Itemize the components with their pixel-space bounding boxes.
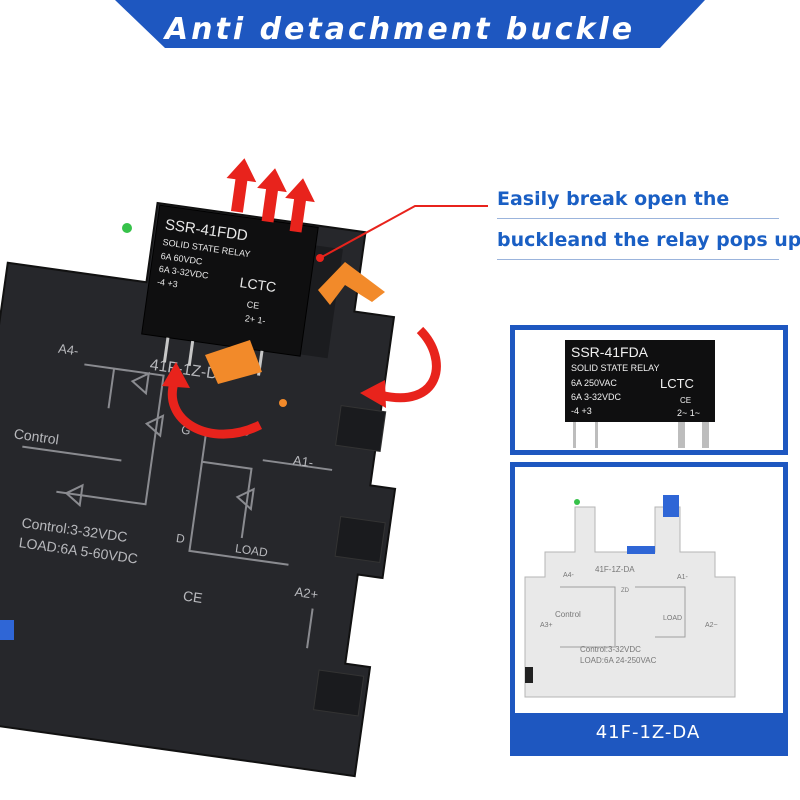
- label-g: G: [180, 423, 191, 438]
- relay-pins-da: -4 +3: [571, 406, 592, 416]
- led-indicator: [122, 223, 132, 233]
- curved-arrow-right: [378, 326, 441, 403]
- base-da-label-zd: ZD: [621, 588, 630, 594]
- relay-brand-da: LCTC: [660, 376, 694, 391]
- callout-text: Easily break open the buckleand the rela…: [497, 182, 800, 264]
- buckle-orange-right: [318, 262, 385, 305]
- relay-ce: CE: [246, 299, 260, 311]
- label-a1: A1-: [292, 452, 314, 470]
- label-d: D: [175, 531, 186, 546]
- base-da-spec-control: Control:3-32VDC: [580, 645, 641, 654]
- relay-rating-da-1: 6A 250VAC: [571, 378, 617, 388]
- base-da-label-a4: A4-: [563, 572, 575, 579]
- relay-pins: -4 +3: [156, 277, 178, 290]
- base-da-label-a1: A1-: [677, 574, 689, 581]
- base-da-label-a2: A2~: [705, 622, 718, 629]
- base-da-label-control: Control: [555, 610, 581, 619]
- base-da-label-load: LOAD: [663, 615, 682, 622]
- orange-dot: [279, 399, 287, 407]
- label-load: LOAD: [234, 541, 269, 559]
- panel-caption: 41F-1Z-DA: [595, 722, 701, 743]
- blue-foot: [0, 620, 14, 640]
- relay-model-da: SSR-41FDA: [571, 344, 649, 360]
- relay-rating-da-2: 6A 3-32VDC: [571, 392, 622, 402]
- banner-title: Anti detachment buckle: [164, 12, 636, 47]
- buckle-orange-left: [205, 340, 262, 384]
- top-banner: Anti detachment buckle: [0, 0, 800, 60]
- panel-base: 41F-1Z-DA A4- A1- A3+ A2~ Control LOAD Z…: [515, 467, 783, 713]
- callout-line-1: Easily break open the: [497, 188, 730, 210]
- banner-shape: [115, 0, 705, 48]
- ce-mark: CE: [182, 588, 203, 607]
- relay-pins-da-2: 2~ 1~: [677, 408, 700, 418]
- relay-type-da: SOLID STATE RELAY: [571, 363, 660, 373]
- base-da-label-a3: A3+: [540, 622, 553, 629]
- label-a2: A2+: [294, 584, 319, 602]
- label-control: Control: [13, 425, 60, 447]
- base-da-spec-load: LOAD:6A 24-250VAC: [580, 656, 657, 665]
- panel-relay: SSR-41FDA SOLID STATE RELAY 6A 250VAC 6A…: [515, 330, 783, 450]
- base-da-model-label: 41F-1Z-DA: [595, 565, 635, 574]
- left-product-image: A4- 41F-1Z-DD A1- G S D LOAD Control A2+…: [0, 158, 488, 778]
- relay-brand: LCTC: [239, 274, 277, 295]
- relay-ce-da: CE: [680, 396, 691, 405]
- curved-arrow-left: [167, 378, 263, 439]
- relay-ssr-41fda: SSR-41FDA SOLID STATE RELAY 6A 250VAC 6A…: [565, 340, 715, 448]
- relay-module: SSR-41FDD SOLID STATE RELAY 6A 60VDC 6A …: [141, 204, 319, 376]
- label-a4: A4-: [57, 341, 79, 359]
- up-arrows: [226, 158, 315, 233]
- relay-base-41f-1z-da: 41F-1Z-DA A4- A1- A3+ A2~ Control LOAD Z…: [524, 495, 736, 698]
- callout-divider: [497, 218, 779, 219]
- callout-pointer: [319, 205, 488, 259]
- callout-line-2: buckleand the relay pops up: [497, 229, 800, 251]
- relay-pins-2: 2+ 1-: [244, 313, 266, 326]
- callout-divider-2: [497, 259, 779, 260]
